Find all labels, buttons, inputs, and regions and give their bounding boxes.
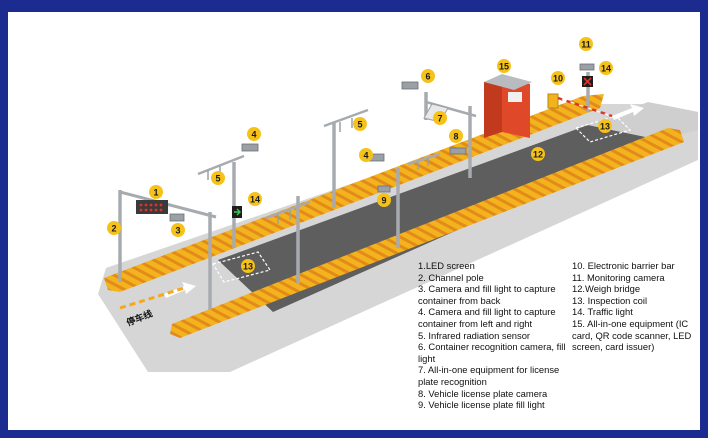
legend-item: 12.Weigh bridge <box>572 283 641 295</box>
callout-badge <box>579 37 593 51</box>
callout-badge <box>531 147 545 161</box>
callout-badge <box>107 221 121 235</box>
led-screen-dots <box>139 203 163 212</box>
led-screen <box>136 200 168 214</box>
callout-badge <box>421 69 435 83</box>
callout-number: 14 <box>250 195 260 205</box>
callout-badge <box>149 185 163 199</box>
callout-badge <box>359 148 373 162</box>
legend-item: 6. Container recognition camera, fill li… <box>418 341 566 364</box>
callout-number: 2 <box>111 224 116 234</box>
callout-badge <box>497 59 511 73</box>
callout-badge <box>248 192 262 206</box>
traffic-light-mid-arrow <box>234 208 241 216</box>
callout-badge <box>598 119 612 133</box>
kiosk-screen <box>508 92 522 102</box>
exit-arrow <box>612 104 644 120</box>
kiosk-side <box>484 76 502 138</box>
callout-number: 10 <box>553 74 563 84</box>
callout-number: 13 <box>243 262 253 272</box>
barrier-arm <box>557 96 613 118</box>
callout-number: 12 <box>533 150 543 160</box>
callout-number: 7 <box>437 114 442 124</box>
callout-number: 14 <box>601 64 611 74</box>
callout-badge <box>449 129 463 143</box>
callout-badge <box>353 117 367 131</box>
traffic-light-exit-x <box>583 77 592 86</box>
diagram-frame: 停车线 <box>8 12 700 430</box>
callout-badge <box>171 223 185 237</box>
kiosk-top <box>484 74 532 90</box>
callout-number: 13 <box>600 122 610 132</box>
curb-front <box>170 128 684 338</box>
callout-number: 11 <box>581 40 591 50</box>
callout-number: 15 <box>499 62 509 72</box>
callout-badge <box>247 127 261 141</box>
callout-number: 4 <box>363 151 368 161</box>
legend-item: 5. Infrared radiation sensor <box>418 329 531 341</box>
legend-item: 7. All-in-one equipment for license plat… <box>418 364 560 387</box>
callout-badge <box>241 259 255 273</box>
callout-number: 1 <box>153 188 158 198</box>
callout-number: 5 <box>357 120 362 130</box>
callout-number: 6 <box>425 72 430 82</box>
legend-item: 15. All-in-one equipment (IC card, QR co… <box>572 317 692 353</box>
legend-item: 1.LED screen <box>418 260 475 271</box>
legend-item: 8. Vehicle license plate camera <box>418 387 548 399</box>
legend-item: 4. Camera and fill light to capture cont… <box>418 306 556 329</box>
inspection-coil-entry <box>212 251 271 283</box>
stop-line <box>119 286 185 310</box>
kiosk-front <box>502 76 530 138</box>
curb-back <box>104 94 604 292</box>
cameras <box>169 63 595 222</box>
callout-number: 8 <box>453 132 458 142</box>
callout-badge <box>599 61 613 75</box>
legend-item: 2. Channel pole <box>418 271 484 283</box>
legend-item: 13. Inspection coil <box>572 294 648 306</box>
infrared-sensors <box>207 118 429 224</box>
legend-item: 10. Electronic barrier bar <box>572 260 675 271</box>
callout-number: 4 <box>251 130 256 140</box>
callout-number: 5 <box>215 174 220 184</box>
crossbars <box>197 100 477 220</box>
callout-badge <box>433 111 447 125</box>
callout-badge <box>377 193 391 207</box>
legend-item: 9. Vehicle license plate fill light <box>418 399 545 411</box>
legend-item: 11. Monitoring camera <box>572 271 665 283</box>
legend-item: 14. Traffic light <box>572 306 633 318</box>
legend-item: 3. Camera and fill light to capture cont… <box>418 283 556 306</box>
callout-badge <box>211 171 225 185</box>
barrier-box <box>547 93 559 109</box>
callout-number: 9 <box>381 196 386 206</box>
callout-badge <box>551 71 565 85</box>
callout-number: 3 <box>175 226 180 236</box>
inspection-lane-illustration: 停车线 <box>98 37 698 372</box>
